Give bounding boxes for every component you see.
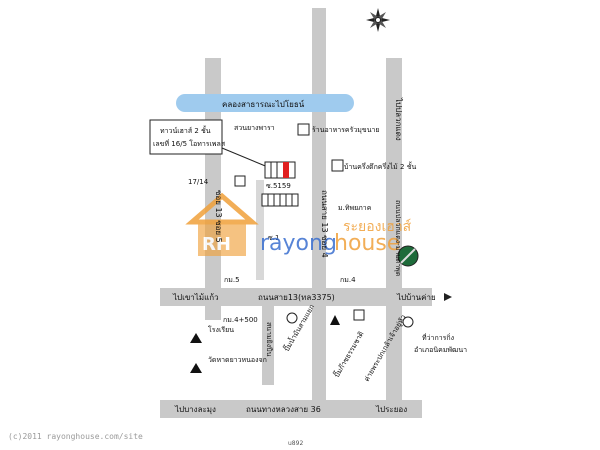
highway-36: [160, 400, 422, 418]
pump1-icon: [286, 312, 298, 324]
army-icon: [353, 309, 365, 321]
highway-east: ไประยอง: [375, 405, 407, 414]
house-marker: [331, 159, 344, 172]
label-district2: อำเภอนิคมพัฒนา: [414, 346, 467, 354]
watermark-brand-left: rayong: [260, 231, 337, 256]
label-road-soi4: ถนนสาย 13 ซอย 4: [320, 190, 329, 258]
main-road-name: ถนนสาย13(ทล3375): [258, 293, 335, 302]
highway-name: ถนนทางหลวงสาย 36: [246, 405, 321, 414]
road-side-soi: [256, 180, 264, 280]
district-icon: [402, 316, 414, 328]
label-shop: ร้านอาหารครัวมุขนาย: [312, 126, 380, 134]
label-plot-s5: ซ.5159: [266, 182, 291, 190]
road-vertical-right: [386, 58, 402, 410]
road-vertical-soi: [262, 300, 274, 385]
watermark-brand-right: house: [334, 231, 400, 256]
label-temple: วัดหาดยาวหนองจก: [208, 356, 267, 364]
label-district: ที่ว่าการกิ่ง: [422, 333, 454, 342]
property-callout: ทาวน์เฮาส์ 2 ชั้น เลขที่ 16/5 โอทารเพลส: [149, 119, 276, 171]
label-pump2: ปั๊มก๊าซธรรมชาติ: [331, 329, 366, 379]
label-road-right: ไปปลวกแดง: [394, 97, 403, 141]
km-4-500: กม.4+500: [223, 316, 258, 324]
plot-17-14-marker: [234, 175, 246, 187]
compass-icon: [366, 8, 390, 32]
canal-label: คลองสาธารณะไปโยธน์: [222, 99, 305, 109]
arrow-east-icon: [434, 293, 452, 301]
image-code: u892: [288, 440, 304, 447]
label-saeng-yaphara: สวนยางพารา: [234, 124, 275, 132]
callout-line-1: ทาวน์เฮาส์ 2 ชั้น: [160, 124, 211, 135]
watermark-house-icon: RH: [185, 192, 259, 256]
svg-text:RH: RH: [202, 234, 231, 255]
temple-icon: [190, 363, 202, 373]
label-sanam: สนามยิงปืน: [265, 322, 273, 357]
school-icon: [190, 333, 202, 343]
watermark: RH ระยองเฮาส์ rayong house: [185, 192, 412, 256]
label-road-right-lower: ถนนปลวกแดง-มาบตาพุด: [394, 200, 402, 276]
watermark-thai: ระยองเฮาส์: [343, 218, 412, 235]
label-mu-ban: ม.ทิพยภาค: [338, 204, 372, 212]
label-house-2floor: บ้านครึ่งตึกครึ่งไม้ 2 ชั้น: [344, 160, 416, 171]
main-road-west: ไปเขาไม้แก้ว: [172, 293, 219, 302]
main-road: [160, 288, 432, 306]
km-5: กม.5: [224, 276, 240, 284]
shop-marker: [297, 123, 310, 136]
gas-station-icon: [397, 245, 419, 267]
label-soi: ซ.1: [268, 234, 279, 242]
callout-line-2: เลขที่ 16/5 โอทารเพลส: [153, 139, 226, 148]
townhouse-row: [264, 161, 296, 179]
main-road-east: ไปบ้านค่าย: [396, 293, 436, 302]
label-pump1: ปั๊มน้ำมันสามแยก: [280, 302, 316, 353]
townhouse-row-2: [261, 193, 299, 207]
label-road-soi5: ซอย 13 ซอย 5: [214, 190, 223, 243]
label-plot-17-14: 17/14: [188, 178, 209, 186]
target-unit: [283, 162, 289, 178]
highway-west: ไปบางละมุง: [174, 405, 216, 414]
km-4: กม.4: [340, 276, 356, 284]
canal: [176, 94, 354, 112]
pump2-icon: [330, 315, 340, 325]
label-school: โรงเรียน: [208, 325, 234, 334]
copyright-footer: (c)2011 rayonghouse.com/site: [8, 432, 143, 441]
